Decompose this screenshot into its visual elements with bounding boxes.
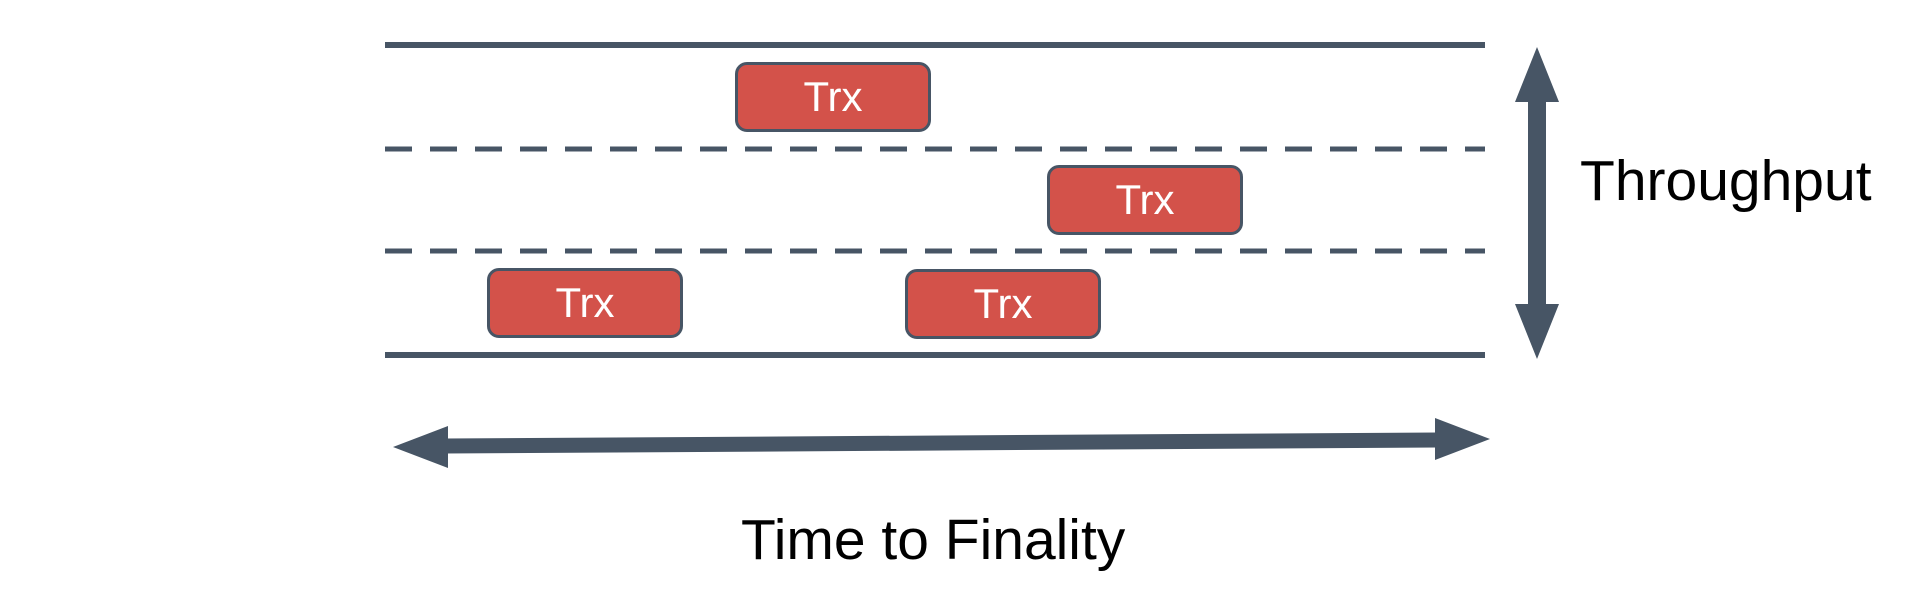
time-to-finality-label: Time to Finality xyxy=(741,508,1126,572)
trx-box-middle-lane: Trx xyxy=(1047,165,1243,235)
trx-label: Trx xyxy=(1115,176,1175,223)
throughput-arrow-head-up-icon xyxy=(1515,47,1559,102)
trx-label: Trx xyxy=(973,280,1033,327)
trx-label: Trx xyxy=(555,279,615,326)
time-to-finality-arrow xyxy=(393,418,1490,468)
trx-label: Trx xyxy=(803,73,863,120)
trx-box-top-lane: Trx xyxy=(735,62,931,132)
time-to-finality-arrow-head-right-icon xyxy=(1435,418,1490,460)
throughput-label: Throughput xyxy=(1580,149,1872,213)
throughput-arrow xyxy=(1515,47,1559,359)
time-to-finality-arrow-head-left-icon xyxy=(393,426,448,468)
throughput-arrow-head-down-icon xyxy=(1515,304,1559,359)
trx-box-bottom-lane-right: Trx xyxy=(905,269,1101,339)
trx-box-bottom-lane-left: Trx xyxy=(487,268,683,338)
time-to-finality-arrow-shaft xyxy=(444,432,1439,454)
